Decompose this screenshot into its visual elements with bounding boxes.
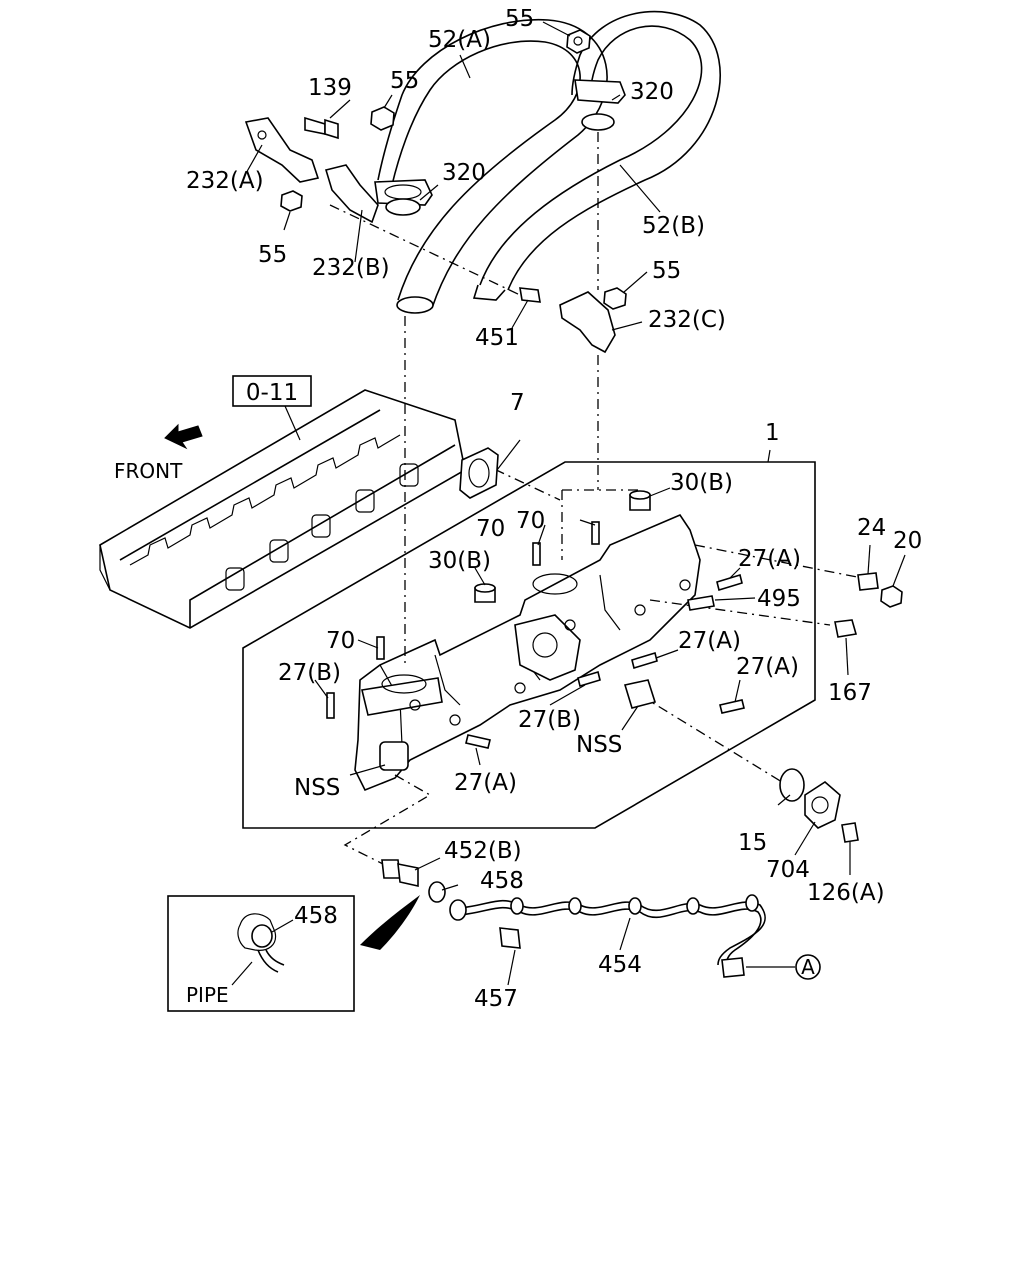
- hose-52b: [472, 10, 721, 301]
- label-27a-upper: 27(A): [738, 546, 801, 572]
- label-126a: 126(A): [807, 880, 885, 906]
- stud-70-mid: [532, 542, 541, 566]
- nut-55-right: [603, 287, 627, 310]
- bracket-232a: [244, 117, 320, 183]
- front-label: FRONT: [114, 459, 183, 483]
- o-ring-15: [779, 768, 805, 802]
- inset-label: PIPE: [186, 983, 229, 1007]
- plug-24: [857, 572, 879, 591]
- cover-plate-704: [804, 781, 841, 829]
- label-24: 24: [857, 515, 886, 541]
- label-320-left: 320: [442, 160, 486, 186]
- front-indicator: FRONT: [114, 423, 203, 483]
- label-1: 1: [765, 420, 780, 446]
- nut-55-left: [280, 190, 303, 212]
- label-139: 139: [308, 75, 352, 101]
- reference-box-label: 0-11: [246, 380, 298, 406]
- gasket-320-right: [581, 113, 615, 131]
- centre-lines: [329, 132, 863, 871]
- label-232a: 232(A): [186, 168, 264, 194]
- gasket-320-left: [385, 198, 421, 216]
- label-232b: 232(B): [312, 255, 390, 281]
- pin-495: [687, 595, 715, 611]
- cylinder-head: [99, 389, 466, 629]
- inset-part-number: 458: [294, 903, 338, 929]
- label-20: 20: [893, 528, 922, 554]
- stud-70-left: [376, 636, 385, 660]
- label-nss-right: NSS: [576, 732, 622, 758]
- label-52a: 52(A): [428, 27, 491, 53]
- callout-a-marker: A: [746, 954, 821, 980]
- label-55-top: 55: [505, 6, 534, 32]
- label-52b: 52(B): [642, 213, 705, 239]
- label-70-left: 70: [326, 628, 355, 654]
- label-27b-mid: 27(B): [518, 707, 581, 733]
- label-27b-left: 27(B): [278, 660, 341, 686]
- label-454: 454: [598, 952, 642, 978]
- label-320-right: 320: [630, 79, 674, 105]
- cap-30b-left: [474, 583, 496, 603]
- label-451: 451: [475, 325, 519, 351]
- leader-lines-middle: [314, 487, 906, 875]
- pipe-454: [449, 894, 766, 978]
- label-15: 15: [738, 830, 767, 856]
- leader-lines-upper: [244, 21, 661, 331]
- label-70-right: 70: [516, 508, 545, 534]
- label-457: 457: [474, 986, 518, 1012]
- label-55-right: 55: [652, 258, 681, 284]
- label-27a-mid: 27(A): [678, 628, 741, 654]
- plug-167: [834, 619, 858, 638]
- exhaust-manifold: [354, 514, 701, 792]
- gasket-7: [459, 439, 521, 499]
- cap-30b-right: [629, 490, 651, 511]
- label-7: 7: [510, 390, 525, 416]
- reference-box: 0-11: [232, 375, 312, 441]
- label-30b-left: 30(B): [428, 548, 491, 574]
- stud-27a-right: [719, 699, 745, 714]
- label-704: 704: [766, 857, 810, 883]
- stud-27a-lower: [465, 734, 491, 749]
- label-167: 167: [828, 680, 872, 706]
- fitting-451: [519, 287, 541, 303]
- front-arrow-icon: [164, 423, 203, 450]
- label-nss-left: NSS: [294, 775, 340, 801]
- stud-27b-left: [326, 692, 335, 719]
- flange-hose-52b: [574, 79, 626, 104]
- sleeve-nss: [623, 679, 657, 709]
- stud-27a-upper: [716, 573, 743, 592]
- stud-27a-mid: [631, 651, 658, 670]
- bolt-126a: [841, 822, 859, 843]
- flange-hose-52a: [374, 179, 433, 206]
- label-458: 458: [480, 868, 524, 894]
- bracket-232b: [324, 164, 379, 224]
- nut-20: [880, 585, 903, 608]
- bolt-457: [499, 927, 521, 986]
- assembly-1-frame: [242, 449, 816, 829]
- label-70-mid: 70: [476, 516, 505, 542]
- part-labels: 55 52(A) 139 55 320 320 232(A) 55 232(B)…: [186, 6, 922, 1012]
- label-30b-right: 30(B): [670, 470, 733, 496]
- callout-letter: A: [801, 955, 815, 979]
- nut-55-mid: [370, 106, 395, 131]
- label-495: 495: [757, 586, 801, 612]
- bolt-139: [304, 116, 339, 140]
- stud-70-right: [591, 521, 600, 545]
- inset-detail: 458 PIPE: [167, 895, 420, 1012]
- label-55-mid: 55: [390, 68, 419, 94]
- label-232c: 232(C): [648, 307, 726, 333]
- stud-27b-mid: [577, 670, 601, 688]
- nut-55-top: [566, 29, 591, 54]
- pointer-arrow-icon: [360, 895, 420, 950]
- washer-458: [428, 881, 459, 903]
- hose-52a: [377, 18, 608, 314]
- label-55-left: 55: [258, 242, 287, 268]
- label-452b: 452(B): [444, 838, 522, 864]
- label-27a-right: 27(A): [736, 654, 799, 680]
- bolt-452b: [381, 857, 441, 887]
- label-27a-lower: 27(A): [454, 770, 517, 796]
- bracket-232c: [559, 291, 616, 354]
